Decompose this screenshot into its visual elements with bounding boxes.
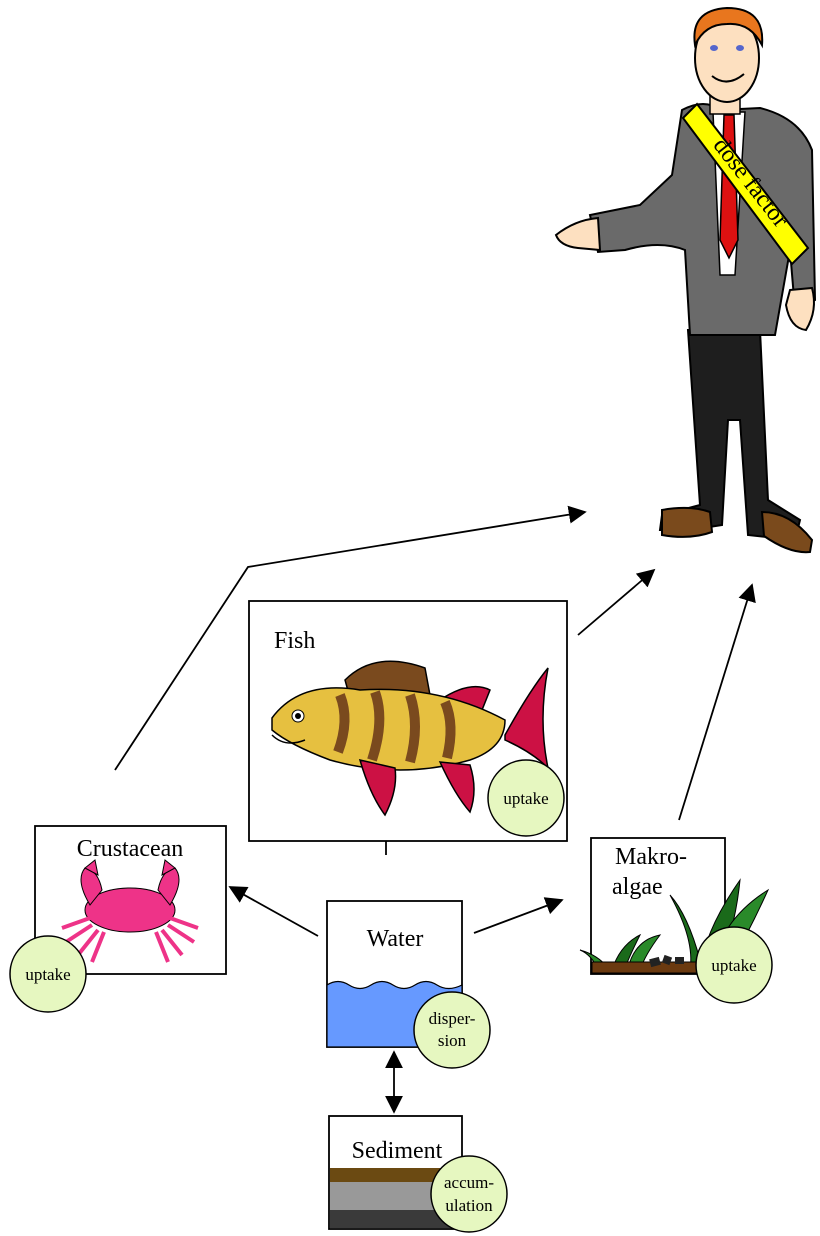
sediment-process-line1: accum- <box>444 1173 494 1192</box>
makroalgae-box: Makro- algae uptake <box>580 838 772 1003</box>
arrow-makroalgae-to-person <box>679 585 752 820</box>
fish-process-label: uptake <box>503 789 548 808</box>
water-process-line1: disper- <box>429 1009 476 1028</box>
makroalgae-label-line1: Makro- <box>615 844 687 870</box>
water-process-line2: sion <box>438 1031 467 1050</box>
makroalgae-process-label: uptake <box>711 956 756 975</box>
crustacean-process-label: uptake <box>25 965 70 984</box>
crustacean-box: Crustacean uptake <box>10 826 226 1012</box>
person-illustration <box>556 8 815 552</box>
makroalgae-label-line2: algae <box>612 874 663 900</box>
fish-box: Fish uptake <box>249 601 567 841</box>
sediment-process-circle <box>431 1156 507 1232</box>
water-process-circle <box>414 992 490 1068</box>
water-label: Water <box>367 926 424 952</box>
sediment-box: Sediment accum- ulation <box>329 1116 507 1232</box>
arrow-fish-to-person <box>578 570 654 635</box>
fish-label: Fish <box>274 628 315 654</box>
arrow-water-to-makroalgae <box>474 900 562 933</box>
water-box: Water disper- sion <box>327 901 490 1068</box>
sediment-label: Sediment <box>352 1138 443 1164</box>
crustacean-label: Crustacean <box>77 836 184 862</box>
arrow-water-to-crustacean <box>230 887 318 936</box>
sediment-process-line2: ulation <box>445 1196 493 1215</box>
